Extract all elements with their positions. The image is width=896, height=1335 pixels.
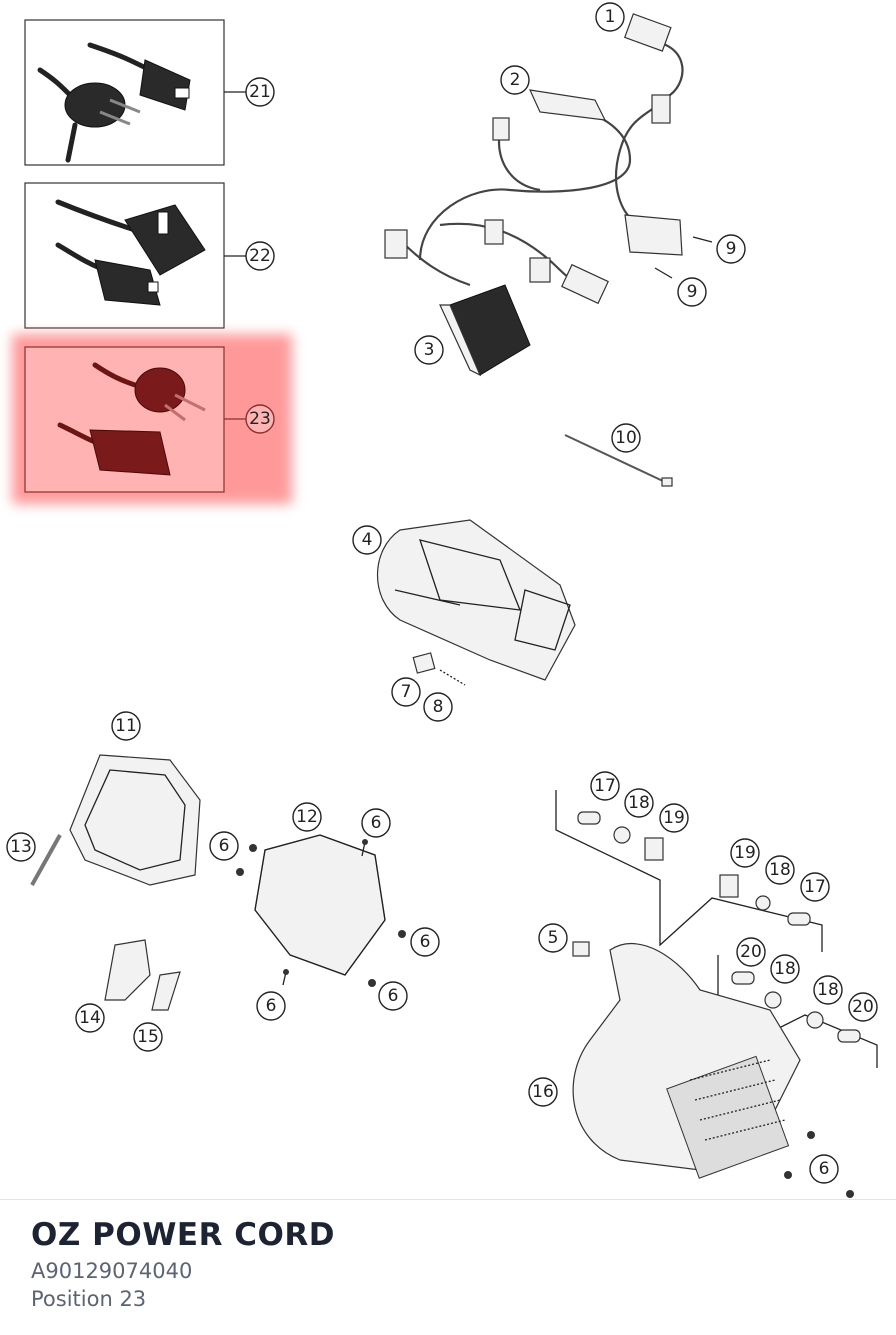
svg-text:6: 6 [388,986,399,1006]
screws [236,839,854,1198]
svg-text:18: 18 [817,980,839,1000]
callout-6[interactable]: 6 [809,1154,839,1184]
callout-3[interactable]: 3 [414,335,444,365]
motor-assembly[interactable] [555,790,878,1179]
battery-housing[interactable] [376,519,576,686]
part-info-panel: OZ POWER CORD A90129074040 Position 23 [31,1213,335,1313]
svg-text:6: 6 [819,1159,830,1179]
callout-19[interactable]: 19 [730,838,760,868]
callout-20[interactable]: 20 [848,992,878,1022]
svg-text:6: 6 [219,836,230,856]
svg-text:18: 18 [769,860,791,880]
callout-12[interactable]: 12 [292,802,322,832]
svg-text:7: 7 [401,682,412,702]
svg-text:6: 6 [371,813,382,833]
callout-13[interactable]: 13 [6,832,36,862]
callout-17[interactable]: 17 [590,771,620,801]
svg-text:20: 20 [740,942,762,962]
exploded-parts-diagram: 1 2 3 4 5 6 6 6 6 6 6 6 7 8 9 9 10 11 12… [6,2,878,1198]
callout-18[interactable]: 18 [624,788,654,818]
callout-6[interactable]: 6 [209,831,239,861]
callout-6[interactable]: 6 [378,981,408,1011]
svg-text:17: 17 [804,877,826,897]
callout-2[interactable]: 2 [500,65,530,95]
svg-text:18: 18 [774,959,796,979]
seal-frame[interactable] [254,834,386,976]
callout-6[interactable]: 6 [410,927,440,957]
callout-10[interactable]: 10 [611,423,641,453]
svg-text:20: 20 [852,997,874,1017]
svg-text:4: 4 [362,530,373,550]
svg-text:15: 15 [137,1027,159,1047]
callout-7[interactable]: 7 [391,677,421,707]
svg-text:9: 9 [687,282,698,302]
callout-18[interactable]: 18 [765,855,795,885]
callout-1[interactable]: 1 [595,2,625,32]
svg-text:22: 22 [249,246,271,266]
power-cord-uk-box[interactable] [24,182,225,329]
callout-6[interactable]: 6 [361,808,391,838]
svg-text:6: 6 [266,996,277,1016]
svg-text:3: 3 [424,340,435,360]
housing-cover[interactable] [30,754,201,886]
svg-text:11: 11 [115,716,137,736]
callout-6[interactable]: 6 [256,991,286,1021]
svg-text:21: 21 [249,82,271,102]
svg-text:1: 1 [605,7,616,27]
callout-labels: 1 2 3 4 5 6 6 6 6 6 6 6 7 8 9 9 10 11 12… [6,2,878,1184]
svg-text:2: 2 [510,70,521,90]
svg-text:23: 23 [249,409,271,429]
svg-text:10: 10 [615,428,637,448]
svg-text:19: 19 [734,843,756,863]
svg-text:5: 5 [548,928,559,948]
callout-8[interactable]: 8 [423,692,453,722]
holder-clips[interactable] [104,939,181,1011]
callout-18[interactable]: 18 [813,975,843,1005]
svg-text:17: 17 [594,776,616,796]
callout-20[interactable]: 20 [736,937,766,967]
svg-text:13: 13 [10,837,32,857]
callout-19[interactable]: 19 [659,803,689,833]
svg-text:18: 18 [628,793,650,813]
svg-text:19: 19 [663,808,685,828]
svg-text:9: 9 [726,239,737,259]
svg-text:6: 6 [420,932,431,952]
wiring-harness[interactable] [384,13,713,377]
part-number: A90129074040 [31,1259,193,1283]
callout-14[interactable]: 14 [75,1003,105,1033]
cable-tie[interactable] [564,434,673,487]
callout-15[interactable]: 15 [133,1022,163,1052]
callout-4[interactable]: 4 [352,525,382,555]
power-cord-eu-box[interactable] [24,19,225,166]
callout-22[interactable]: 22 [224,241,275,271]
callout-21[interactable]: 21 [224,77,275,107]
callout-17[interactable]: 17 [800,872,830,902]
callout-11[interactable]: 11 [111,711,141,741]
svg-text:14: 14 [79,1008,101,1028]
svg-text:16: 16 [532,1082,554,1102]
callout-18[interactable]: 18 [770,954,800,984]
callout-16[interactable]: 16 [528,1077,558,1107]
part-name: OZ POWER CORD [31,1217,335,1253]
part-position: Position 23 [31,1287,147,1311]
callout-9[interactable]: 9 [677,277,707,307]
section-divider [0,1199,896,1200]
callout-9[interactable]: 9 [716,234,746,264]
svg-text:8: 8 [433,697,444,717]
callout-5[interactable]: 5 [538,923,568,953]
svg-text:12: 12 [296,807,318,827]
callout-23[interactable]: 23 [224,404,275,434]
